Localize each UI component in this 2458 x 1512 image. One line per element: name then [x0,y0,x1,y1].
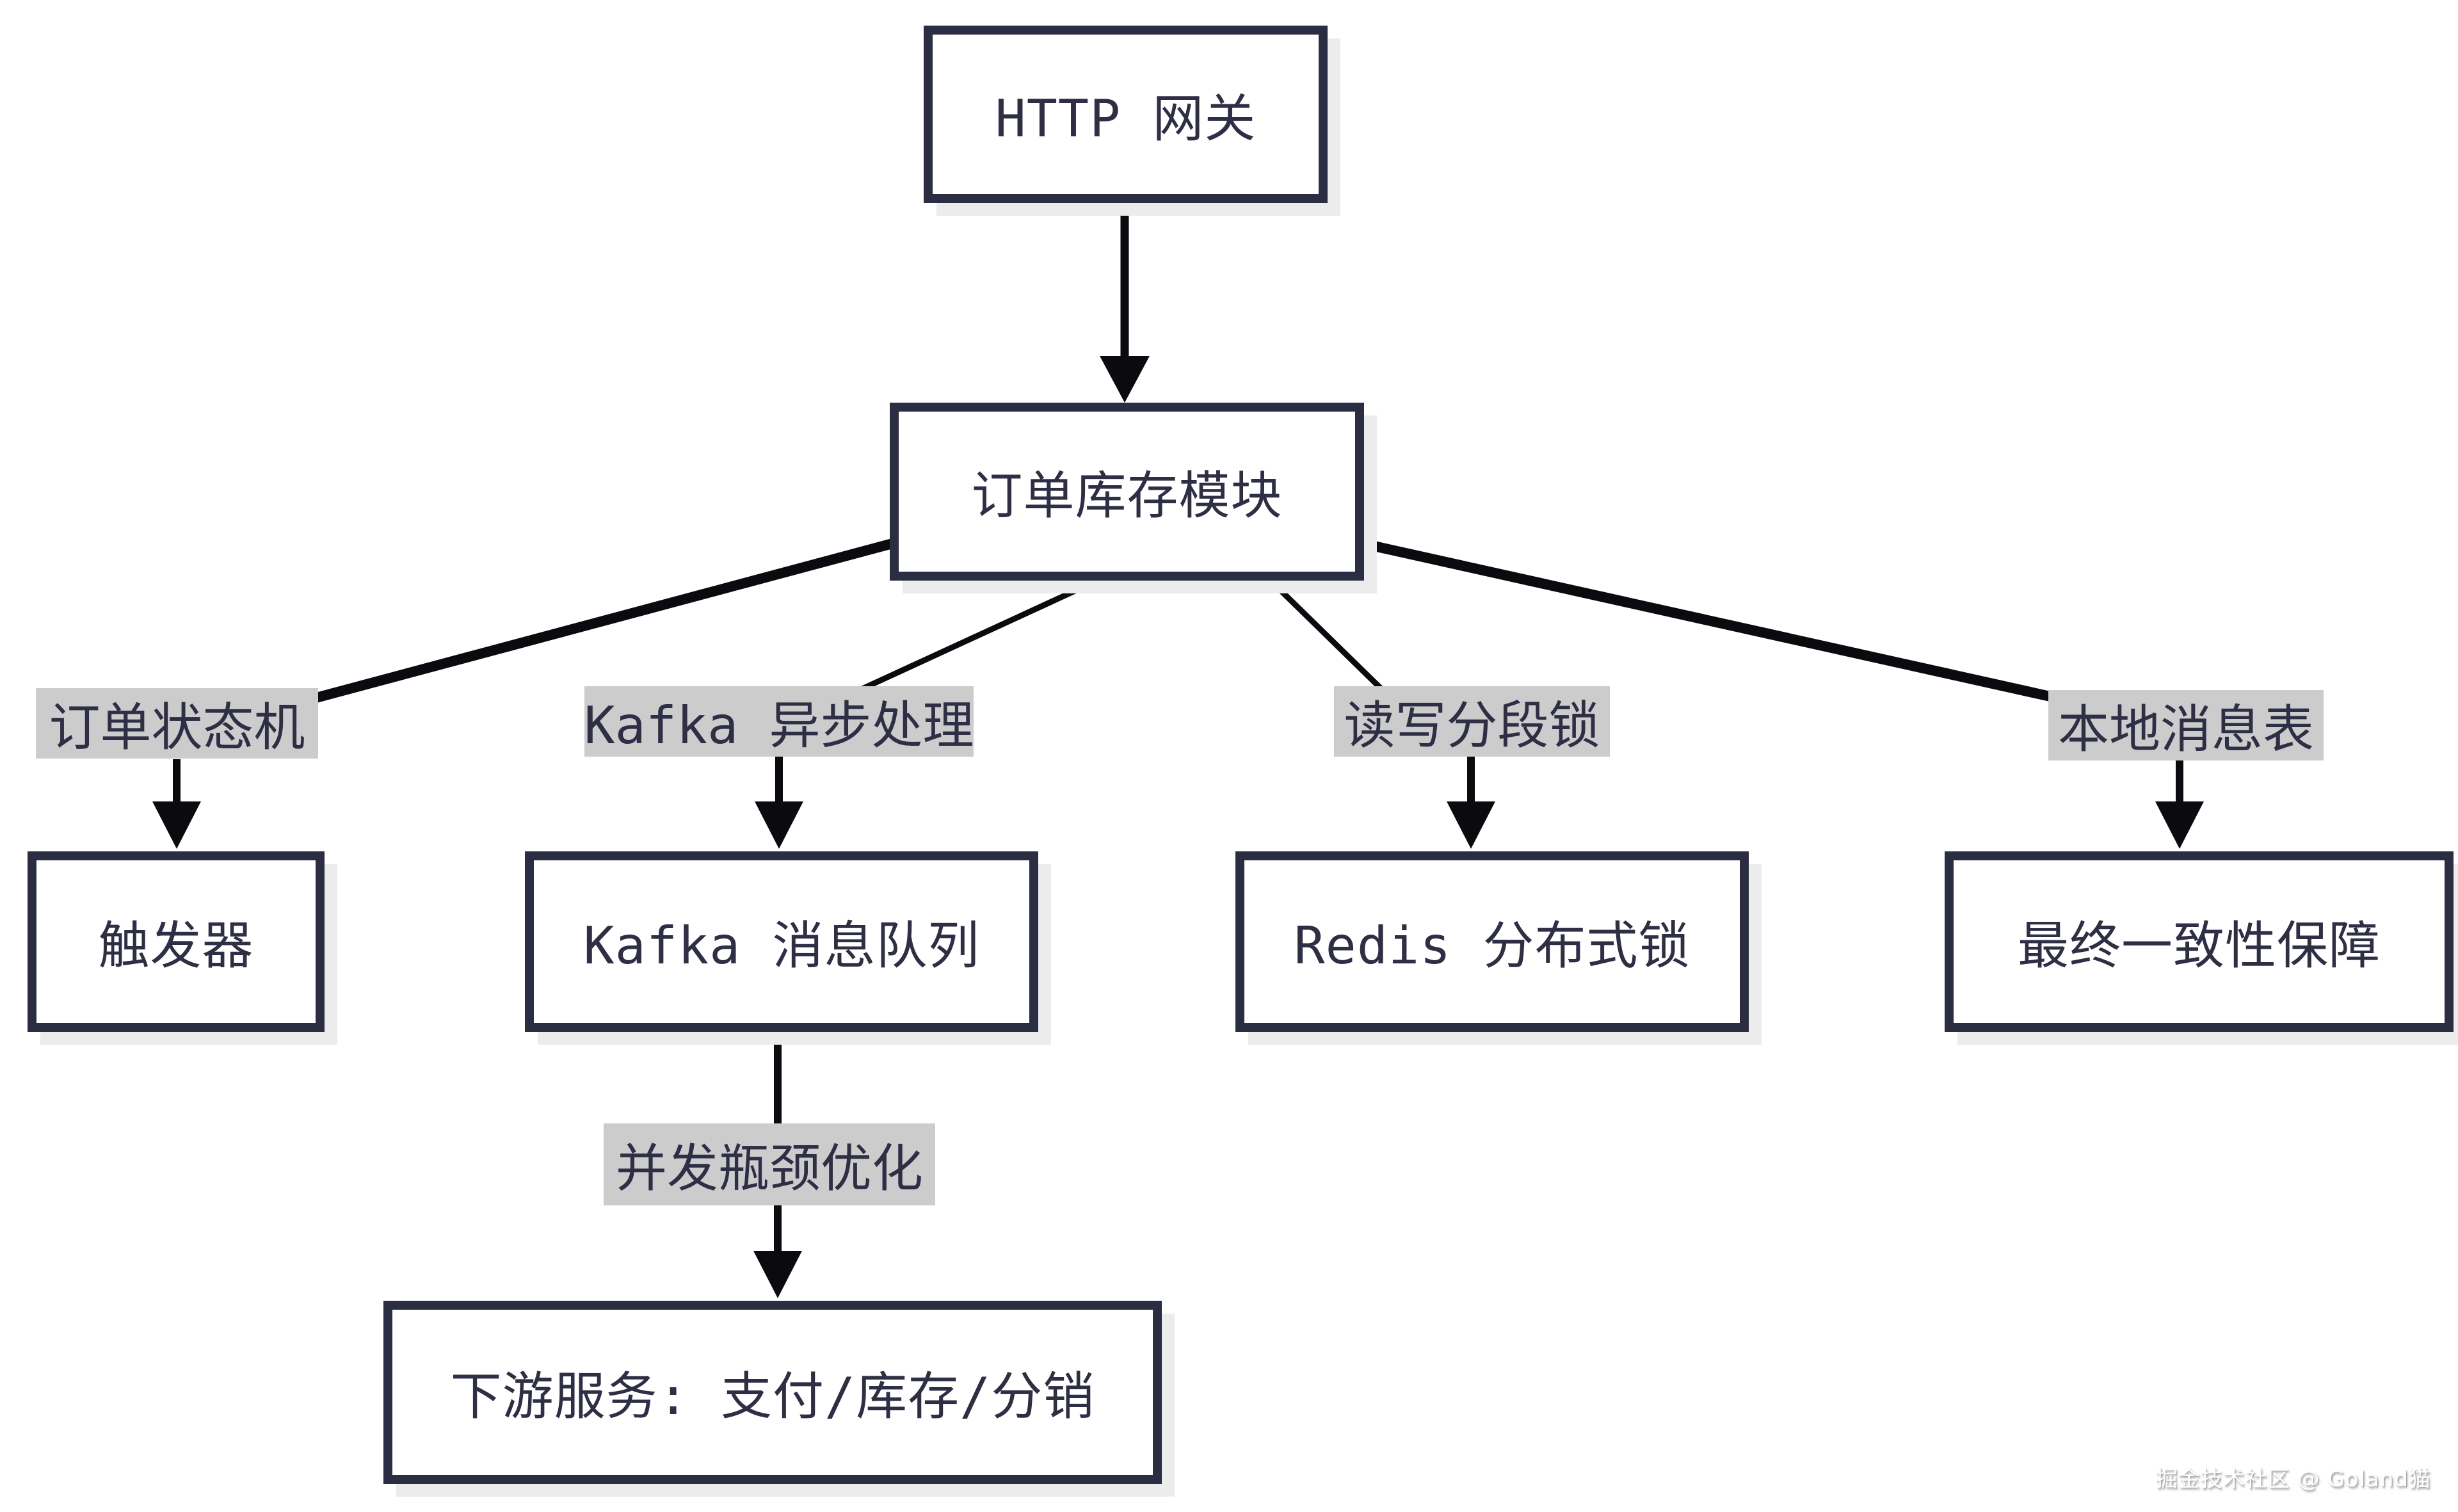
edge-http-to-module-arrowhead [1100,356,1150,403]
node-consistency: 最终一致性保障 [1945,851,2454,1032]
edge-kafkaasync-to-queue-arrowhead [755,801,803,849]
edge-label-kafka-async: Kafka 异步处理 [584,686,974,757]
node-http-gateway: HTTP 网关 [924,26,1328,203]
node-downstream: 下游服务: 支付/库存/分销 [383,1301,1162,1484]
watermark-text: 掘金技术社区 @ Goland猫 [2155,1467,2431,1492]
node-order-module: 订单库存模块 [890,403,1364,581]
edge-module-to-rwlock-line [1269,579,1388,695]
edge-module-to-statemachine-line [314,538,897,703]
edge-label-rw-lock: 读写分段锁 [1334,686,1610,757]
edge-module-to-kafkaasync-line [853,578,1097,696]
edge-rwlock-to-redis-arrowhead [1447,801,1495,849]
edge-localmsg-to-consistency-arrowhead [2155,801,2204,849]
node-trigger: 触发器 [28,851,325,1032]
node-redis-lock: Redis 分布式锁 [1235,851,1749,1032]
edge-label-local-message: 本地消息表 [2048,690,2324,760]
edge-label-bottleneck: 并发瓶颈优化 [604,1123,935,1205]
edge-statemachine-to-trigger-arrowhead [152,801,201,849]
edge-module-to-localmsg-line [1358,538,2057,703]
edge-bottleneck-to-downstream-arrowhead [753,1251,802,1298]
edge-label-state-machine: 订单状态机 [36,688,318,759]
node-kafka-queue: Kafka 消息队列 [525,851,1038,1032]
